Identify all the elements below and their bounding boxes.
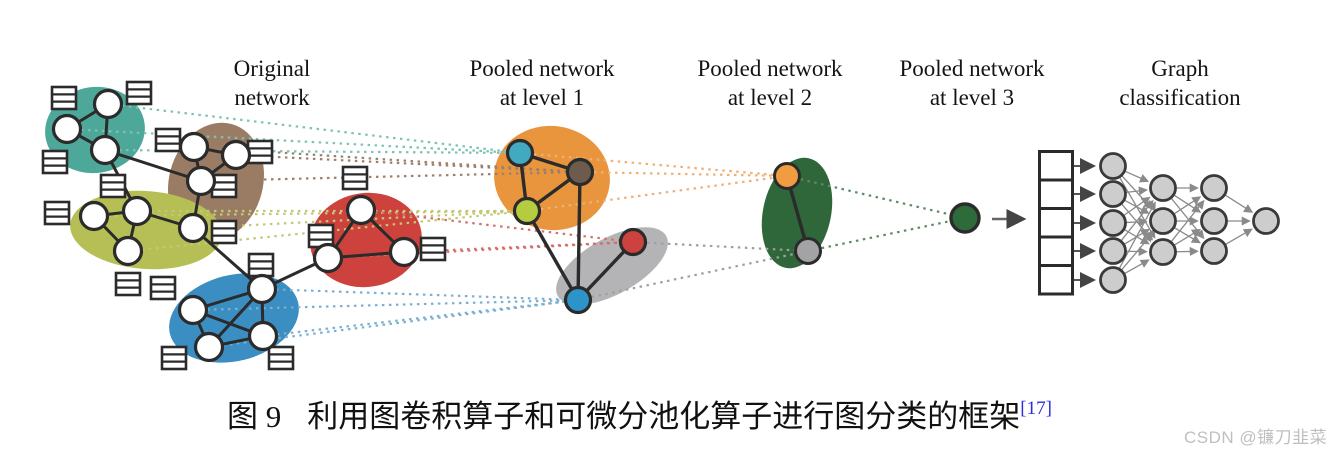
cluster-blobs [45, 86, 833, 363]
readout-vector [1038, 150, 1074, 296]
feature-box [43, 200, 71, 226]
pooled-node-green-level3 [949, 202, 981, 234]
feature-box [125, 80, 153, 106]
original-network-nodes [51, 88, 420, 363]
assignment-lines-olive [93, 209, 528, 253]
assignment-lines-gray [577, 240, 809, 302]
mlp-neuron [1149, 174, 1177, 202]
mlp-neuron [1149, 207, 1177, 235]
feature-box [154, 127, 182, 153]
header-pooled-level3: Pooled network at level 3 [899, 54, 1044, 112]
feature-box [50, 85, 78, 111]
mlp-neuron [1200, 207, 1228, 235]
caption-text: 利用图卷积算子和可微分池化算子进行图分类的框架 [307, 399, 1021, 434]
header-line: Pooled network [697, 56, 843, 81]
caption-reference: [17] [1020, 397, 1052, 419]
feature-box [341, 165, 369, 191]
pooled-node-gray [794, 237, 822, 265]
feature-box [149, 275, 177, 301]
header-line: Original [233, 56, 311, 81]
feature-box [267, 345, 295, 371]
feature-box [99, 173, 127, 199]
mlp-neuron [1200, 237, 1228, 265]
header-line: Pooled network [899, 56, 1045, 81]
feature-box [114, 271, 142, 297]
pooled-node-orange [773, 162, 801, 190]
header-original-network: Original network [234, 54, 311, 112]
orange-pool1-blob [494, 125, 610, 231]
pooled-node-olive [512, 196, 542, 226]
header-line: Pooled network [469, 56, 615, 81]
mlp-neurons [1099, 152, 1280, 294]
pooled-node-red [618, 227, 648, 257]
mlp-neuron [1099, 237, 1127, 265]
feature-box [419, 236, 447, 262]
header-pooled-level1: Pooled network at level 1 [469, 54, 614, 112]
pooled-level2-nodes [773, 162, 822, 265]
pooled-node-brown [565, 157, 595, 187]
vector-to-input-arrows [1074, 158, 1096, 288]
assignment-lines-blue [192, 287, 579, 349]
header-line: Graph [1151, 56, 1209, 81]
header-line: at level 2 [727, 85, 813, 110]
header-line: at level 3 [929, 85, 1015, 110]
mlp-neuron [1252, 207, 1280, 235]
assignment-lines-teal [66, 102, 521, 155]
figure-caption: 图 9 利用图卷积算子和可微分池化算子进行图分类的框架[17] [227, 391, 1052, 436]
feature-box [41, 149, 69, 175]
pooled-level1-nodes [505, 138, 648, 315]
pooled-node-teal [505, 138, 535, 168]
assignment-lines-green [786, 174, 966, 253]
mlp-neuron [1099, 152, 1127, 180]
mlp-neuron [1200, 174, 1228, 202]
mlp-connection-lines [1118, 170, 1254, 274]
pooled-node-blue [563, 285, 593, 315]
feature-box [160, 345, 188, 371]
mlp-neuron [1099, 180, 1127, 208]
feature-box [210, 219, 238, 245]
mlp-neuron [1099, 266, 1127, 294]
header-line: at level 1 [499, 85, 585, 110]
feature-box [246, 139, 274, 165]
assignment-lines-orange [519, 151, 788, 213]
header-line: classification [1119, 85, 1241, 110]
caption-number: 图 9 [227, 399, 282, 434]
olive-cluster-blob [70, 190, 222, 270]
header-line: network [234, 85, 310, 110]
csdn-watermark: CSDN @镰刀韭菜 [1184, 428, 1328, 447]
mlp-neuron [1099, 209, 1127, 237]
mlp-neuron [1149, 238, 1177, 266]
header-pooled-level2: Pooled network at level 2 [697, 54, 842, 112]
feature-box [247, 252, 275, 278]
header-graph-classification: Graph classification [1119, 54, 1240, 112]
